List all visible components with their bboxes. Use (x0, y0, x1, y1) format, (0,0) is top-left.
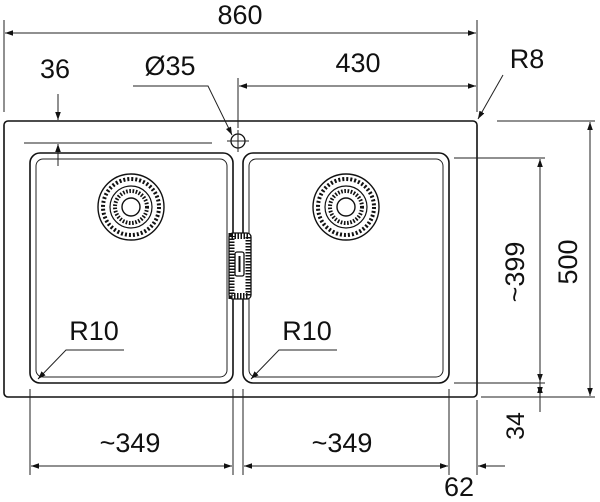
dim-right-bowl-width-label: ~349 (312, 428, 373, 458)
dim-left-offset-label: 36 (40, 54, 70, 84)
dim-right-radius-label: R10 (282, 316, 332, 346)
right-bowl (242, 152, 450, 384)
dim-tap-hole-leader (133, 85, 233, 136)
right-drain-icon (312, 173, 380, 241)
dim-bottom-margin-label: 34 (502, 412, 530, 440)
dim-overall-width-label: 860 (217, 0, 262, 30)
dim-bowl-depth-label: ~399 (500, 242, 530, 303)
dim-left-radius-label: R10 (69, 316, 119, 346)
dim-right-radius-leader (250, 349, 337, 380)
dim-outer-radius-leader (477, 74, 504, 120)
dim-outer-radius-label: R8 (510, 44, 545, 74)
dim-left-bowl-width-label: ~349 (100, 428, 161, 458)
dim-tap-hole-label: Ø35 (144, 51, 195, 81)
dim-left-radius-leader (37, 349, 124, 380)
extension-lines (3, 20, 595, 475)
dim-right-half-label: 430 (335, 48, 380, 78)
tap-hole-icon (227, 130, 249, 152)
left-drain-icon (97, 173, 165, 241)
overflow-icon (228, 232, 252, 300)
dim-right-margin-label: 62 (444, 472, 474, 502)
sink-outline (3, 120, 478, 398)
dim-overall-depth-label: 500 (553, 239, 583, 284)
left-bowl (29, 152, 234, 384)
